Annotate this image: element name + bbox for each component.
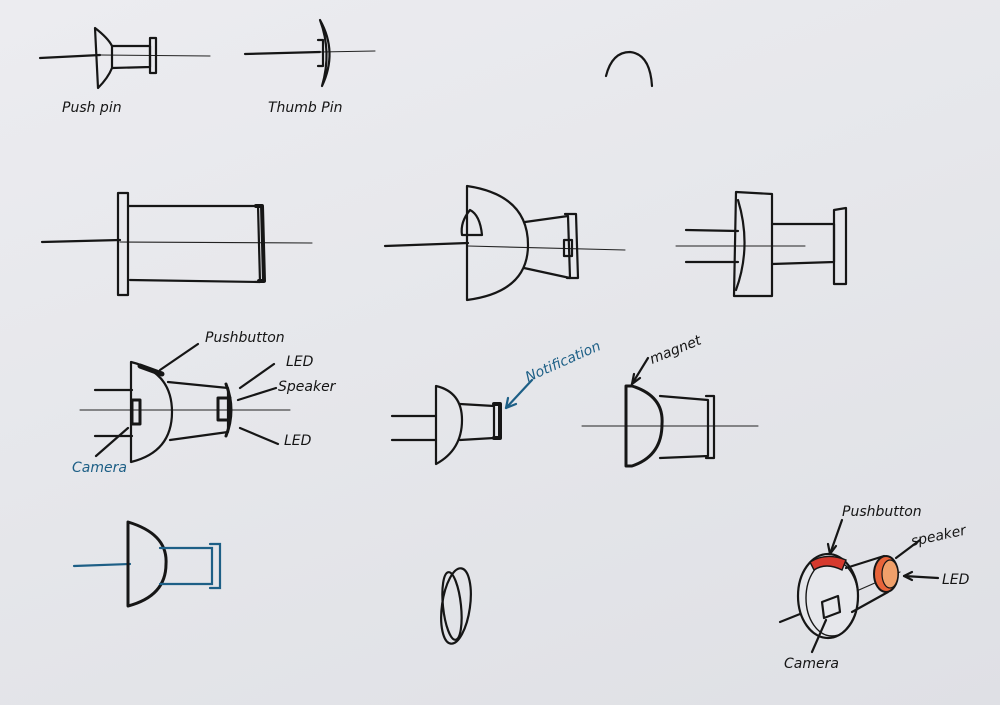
push-pin-label: Push pin [62, 100, 122, 116]
camera-3d-label: Camera [784, 656, 839, 672]
cylinder-pin-sketch [40, 191, 313, 297]
notification-label: Notification [523, 338, 603, 385]
led-bottom-label: LED [284, 433, 312, 449]
led-top-label: LED [286, 354, 314, 370]
arc-doodle [604, 50, 654, 88]
thumb-pin-sketch: Thumb Pin [243, 18, 376, 116]
ellipse-doodle [440, 567, 472, 645]
camera-label: Camera [72, 460, 127, 476]
dome-pin-sketch [383, 184, 626, 302]
speaker-label: Speaker [278, 379, 337, 395]
blue-pin-sketch [72, 520, 222, 608]
thumb-pin-label: Thumb Pin [268, 100, 342, 116]
speaker-3d-label: speaker [910, 522, 969, 550]
led-3d-label: LED [942, 572, 970, 588]
double-pin-sketch [675, 190, 848, 298]
pushbutton-3d-label: Pushbutton [842, 504, 922, 520]
3d-design-sketch: Pushbutton speaker LED Camera [778, 504, 970, 672]
magnet-label: magnet [648, 332, 705, 367]
labelled-design-sketch: Pushbutton LED Speaker LED Camera [72, 330, 337, 476]
push-pin-sketch: Push pin [38, 26, 211, 116]
pushbutton-label: Pushbutton [205, 330, 285, 346]
notification-design-sketch: Notification [390, 338, 603, 466]
magnet-design-sketch: magnet [581, 332, 759, 468]
